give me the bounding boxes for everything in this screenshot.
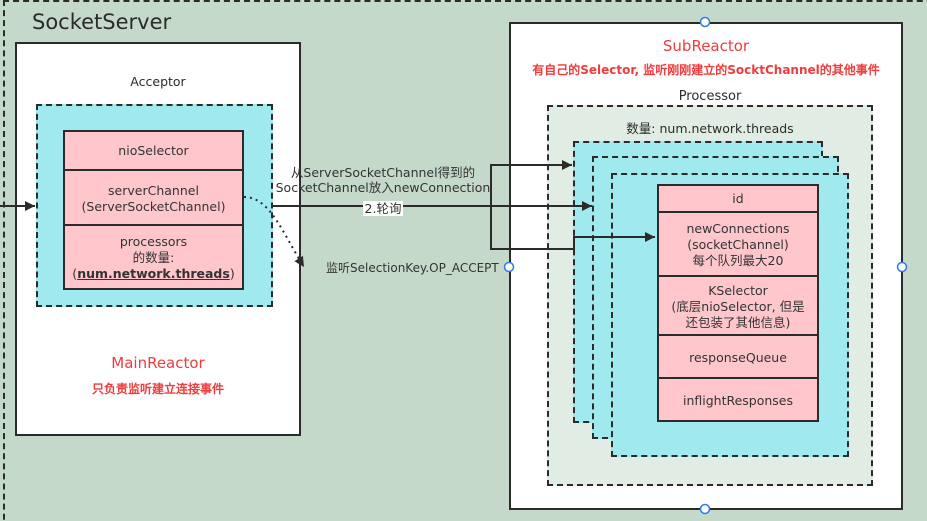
field-type: (socketChannel) <box>687 237 789 252</box>
field-label: KSelector <box>708 282 768 298</box>
op-accept-dotted-arrow <box>243 196 305 268</box>
handoff-text: 从ServerSocketChannel得到的 SocketChannel放入n… <box>273 165 493 195</box>
poll-label-wrap: 2.轮询 <box>333 198 433 217</box>
field-inflight-responses[interactable]: inflightResponses <box>659 377 817 422</box>
field-server-channel[interactable]: serverChannel (ServerSocketChannel) <box>65 169 242 226</box>
main-reactor-subtitle: 只负责监听建立连接事件 <box>91 382 224 396</box>
field-type: (ServerSocketChannel) <box>81 198 226 214</box>
field-desc: 还包装了其他信息) <box>685 314 791 330</box>
resize-handle-left[interactable] <box>503 261 515 273</box>
field-label: processors <box>119 234 188 249</box>
field-new-connections[interactable]: newConnections (socketChannel) 每个队列最大20 <box>659 211 817 277</box>
field-response-queue[interactable]: responseQueue <box>659 334 817 379</box>
sub-reactor-title: SubReactor <box>662 37 750 55</box>
field-label: nioSelector <box>118 142 189 158</box>
field-desc: 每个队列最大20 <box>692 253 784 268</box>
paren-open: ( <box>72 266 78 281</box>
field-processors[interactable]: processors 的数量: (num.network.threads) <box>65 224 242 290</box>
processor-label: Processor <box>678 89 742 104</box>
resize-handle-top[interactable] <box>699 16 711 28</box>
handoff-text-line-2: SocketChannel放入newConnection <box>275 180 491 195</box>
dispatch-arrow-new-connections <box>490 232 655 250</box>
acceptor-field-table: nioSelector serverChannel (ServerSocketC… <box>63 130 244 290</box>
poll-label: 2.轮询 <box>362 201 404 216</box>
resize-handle-bottom[interactable] <box>699 503 711 515</box>
sub-reactor-subtitle: 有自己的Selector, 监听刚刚建立的SocktChannel的其他事件 <box>532 63 880 77</box>
field-label: newConnections <box>686 221 790 236</box>
handoff-text-line-1: 从ServerSocketChannel得到的 <box>290 165 476 180</box>
main-reactor-title: MainReactor <box>111 354 205 372</box>
field-kselector[interactable]: KSelector (底层nioSelector, 但是 还包装了其他信息) <box>659 275 817 336</box>
field-label: id <box>732 190 744 206</box>
processor-count-label: 数量: num.network.threads <box>626 121 794 136</box>
field-desc: 的数量: <box>132 250 175 265</box>
socket-server-title: SocketServer <box>32 10 172 34</box>
socket-server-container <box>3 0 927 521</box>
acceptor-label: Acceptor <box>130 74 186 89</box>
field-nio-selector[interactable]: nioSelector <box>65 132 242 169</box>
field-label: responseQueue <box>689 349 787 365</box>
config-key: num.network.threads <box>77 266 230 281</box>
field-label: inflightResponses <box>682 392 794 408</box>
paren-close: ) <box>229 266 235 281</box>
field-config: (num.network.threads) <box>72 266 234 282</box>
field-label: serverChannel <box>108 182 199 198</box>
field-id[interactable]: id <box>659 186 817 211</box>
processor-field-table: id newConnections (socketChannel) 每个队列最大… <box>657 184 819 422</box>
resize-handle-right[interactable] <box>896 261 908 273</box>
field-desc: (底层nioSelector, 但是 <box>671 298 805 314</box>
op-accept-label: 监听SelectionKey.OP_ACCEPT <box>326 261 499 275</box>
